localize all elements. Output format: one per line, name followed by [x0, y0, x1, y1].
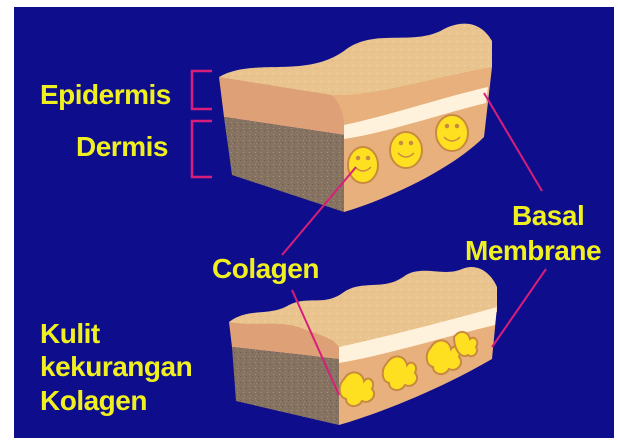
skin-diagram: Epidermis Dermis Basal Membrane Colagen …	[14, 7, 614, 438]
epidermis-label: Epidermis	[40, 80, 171, 110]
low-collagen-label-line2: kekurangan	[40, 352, 192, 382]
basal-label-line1: Basal	[512, 201, 584, 231]
dermis-bracket	[192, 121, 212, 177]
basal-label-line2: Membrane	[465, 236, 601, 266]
healthy-skin-block	[219, 24, 492, 212]
basal-pointer-lower	[492, 269, 546, 347]
deficient-skin-block	[229, 267, 497, 425]
bracket-group	[192, 71, 212, 177]
low-collagen-label-line1: Kulit	[40, 319, 100, 349]
collagen-label: Colagen	[212, 254, 319, 284]
basal-pointer-upper	[484, 93, 542, 191]
dermis-label: Dermis	[76, 132, 168, 162]
low-collagen-label-line3: Kolagen	[40, 386, 147, 416]
epidermis-bracket	[192, 71, 212, 109]
